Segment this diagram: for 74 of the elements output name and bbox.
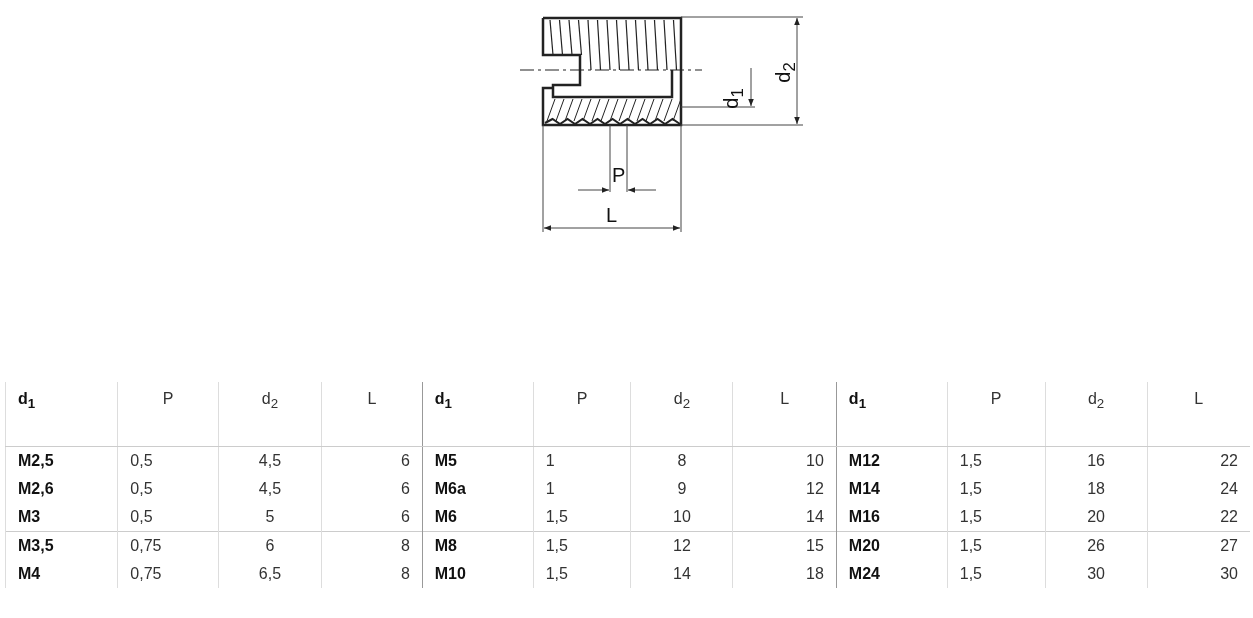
dimension-value: 0,5 — [117, 446, 219, 475]
dimension-value: 18 — [1045, 475, 1148, 503]
dimension-value: 18 — [732, 560, 837, 588]
dimension-label: L — [606, 204, 618, 226]
column-header: P — [947, 382, 1046, 447]
thread-size: M6 — [422, 503, 534, 532]
dimension-value: 15 — [732, 531, 837, 560]
column-header: P — [117, 382, 219, 447]
thread-size: M10 — [422, 560, 534, 588]
column-header: d$_{1}$ — [836, 382, 948, 447]
dimension-value: 1,5 — [947, 560, 1046, 588]
thread-size: M12 — [836, 446, 948, 475]
dimension-value: 1,5 — [947, 531, 1046, 560]
thread-size: M4 — [5, 560, 118, 588]
dimension-value: 6 — [321, 475, 423, 503]
column-header: d$_{2}$ — [218, 382, 322, 447]
dimension-value: 10 — [631, 503, 733, 532]
dimension-value: 20 — [1045, 503, 1148, 532]
column-header: L — [1147, 382, 1250, 447]
dimension-value: 0,75 — [117, 560, 219, 588]
thread-size: M2,5 — [5, 446, 118, 475]
dimension-value: 27 — [1147, 531, 1250, 560]
dimension-value: 30 — [1147, 560, 1250, 588]
dimension-value: 9 — [631, 475, 733, 503]
dimension-value: 14 — [631, 560, 733, 588]
dimension-value: 22 — [1147, 503, 1250, 532]
column-header: P — [533, 382, 631, 447]
dimension-value: 1,5 — [533, 503, 631, 532]
dimension-value: 8 — [321, 531, 423, 560]
thread-size: M2,6 — [5, 475, 118, 503]
column-header: d$_{2}$ — [1045, 382, 1148, 447]
dimension-value: 1,5 — [947, 446, 1046, 475]
dimension-value: 10 — [732, 446, 837, 475]
dimension-value: 26 — [1045, 531, 1148, 560]
dimension-value: 8 — [321, 560, 423, 588]
dimension-value: 0,5 — [117, 503, 219, 532]
thread-size: M24 — [836, 560, 948, 588]
dimension-value: 24 — [1147, 475, 1250, 503]
dimension-value: 0,5 — [117, 475, 219, 503]
dimension-label: P — [612, 164, 626, 186]
dimension-value: 0,75 — [117, 531, 219, 560]
dimension-value: 1,5 — [533, 560, 631, 588]
dimension-value: 14 — [732, 503, 837, 532]
column-header: L — [732, 382, 837, 447]
thread-size: M8 — [422, 531, 534, 560]
thread-size: M5 — [422, 446, 534, 475]
thread-size: M3,5 — [5, 531, 118, 560]
dimension-value: 6,5 — [218, 560, 322, 588]
thread-size: M16 — [836, 503, 948, 532]
dimension-value: 16 — [1045, 446, 1148, 475]
dimension-value: 12 — [631, 531, 733, 560]
column-header: L — [321, 382, 423, 447]
dimension-value: 6 — [218, 531, 322, 560]
dimension-value: 8 — [631, 446, 733, 475]
dimension-value: 12 — [732, 475, 837, 503]
dimension-value: 4,5 — [218, 475, 322, 503]
thread-size: M6a — [422, 475, 534, 503]
thread-size: M20 — [836, 531, 948, 560]
thread-size: M3 — [5, 503, 118, 532]
dimension-value: 6 — [321, 503, 423, 532]
dimension-value: 1,5 — [533, 531, 631, 560]
column-header: d$_{1}$ — [5, 382, 118, 447]
dimension-value: 4,5 — [218, 446, 322, 475]
column-header: d$_{1}$ — [422, 382, 534, 447]
dimension-value: 1,5 — [947, 475, 1046, 503]
dimension-value: 1,5 — [947, 503, 1046, 532]
dimension-value: 1 — [533, 446, 631, 475]
thread-size: M14 — [836, 475, 948, 503]
column-header: d$_{2}$ — [631, 382, 733, 447]
dimension-value: 5 — [218, 503, 322, 532]
dimension-value: 6 — [321, 446, 423, 475]
dimension-value: 22 — [1147, 446, 1250, 475]
dimension-value: 30 — [1045, 560, 1148, 588]
dimension-value: 1 — [533, 475, 631, 503]
